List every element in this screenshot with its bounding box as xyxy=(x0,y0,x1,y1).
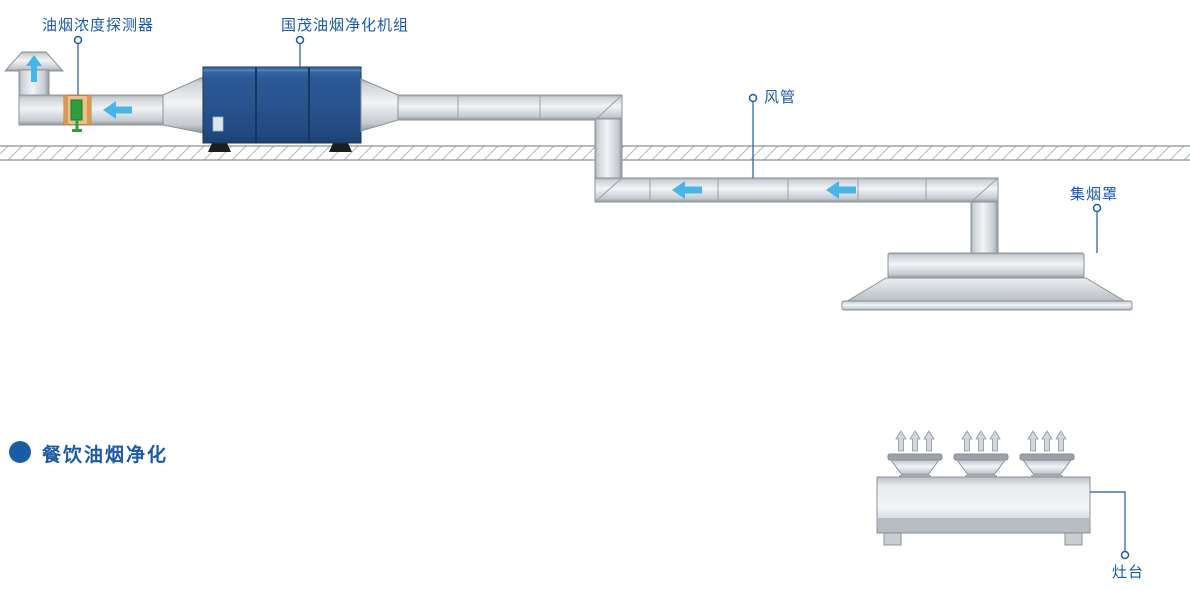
duct-hood-drop xyxy=(970,201,999,259)
unit-foot xyxy=(208,143,231,152)
stove xyxy=(876,430,1091,546)
label-hood: 集烟罩 xyxy=(1070,186,1119,203)
stove-leader xyxy=(1090,491,1126,551)
stove-foot xyxy=(1064,532,1083,546)
duct-upper-run xyxy=(397,94,623,121)
unit-logo-plate xyxy=(212,116,224,132)
duct-network xyxy=(397,94,999,259)
left-arrow-icon xyxy=(103,101,132,119)
callout-dot xyxy=(748,93,758,103)
up-arrow-icon xyxy=(26,55,42,82)
exhaust-outlet xyxy=(3,51,65,98)
detector-probe-icon xyxy=(70,99,83,132)
leader-lines xyxy=(73,35,1130,560)
duct-drop xyxy=(594,118,623,180)
left-arrow-icon xyxy=(672,181,702,199)
purifier-unit xyxy=(202,66,399,152)
callout-dot xyxy=(1092,203,1102,213)
hood-skirt xyxy=(842,277,1130,304)
page-title: 餐饮油烟净化 xyxy=(42,445,169,466)
title-bullet-icon xyxy=(9,441,31,463)
label-detector: 油烟浓度探测器 xyxy=(42,17,155,34)
hood-lip xyxy=(841,300,1133,311)
label-stove: 灶台 xyxy=(1112,564,1145,581)
outlet-cone xyxy=(360,78,399,132)
callout-dot xyxy=(73,35,83,45)
duct-left-run xyxy=(18,76,204,134)
unit-body xyxy=(202,66,362,144)
inlet-cone xyxy=(162,76,204,134)
callout-dot xyxy=(1120,550,1130,560)
burners xyxy=(887,453,1075,479)
duct-lower-run xyxy=(594,177,999,203)
detector-housing xyxy=(63,95,92,132)
fume-hood xyxy=(841,252,1133,311)
callout-dot xyxy=(295,35,305,45)
stove-foot xyxy=(883,532,902,546)
label-duct: 风管 xyxy=(764,89,797,106)
hood-collar xyxy=(887,252,1085,279)
label-purifier: 国茂油烟净化机组 xyxy=(281,17,410,34)
unit-foot xyxy=(329,143,352,152)
left-arrow-icon xyxy=(826,181,856,199)
steam-arrows xyxy=(895,430,1067,452)
